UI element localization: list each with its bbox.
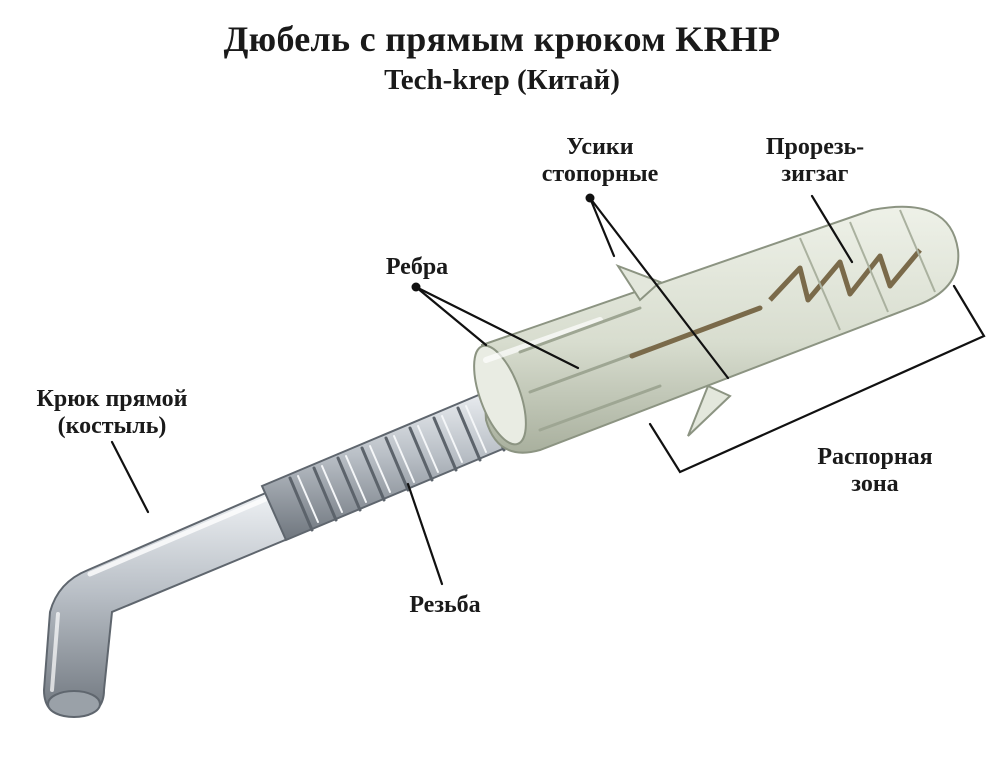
label-ribs: Ребра [362, 254, 472, 281]
label-thread-text: Резьба [409, 592, 481, 618]
leader-dots [411, 193, 595, 292]
label-expansion-zone: Распорная зона [790, 444, 960, 498]
label-ribs-text: Ребра [385, 254, 449, 280]
label-expansion-line2: зона [851, 471, 899, 497]
leader-lines [110, 194, 986, 586]
page-title: Дюбель с прямым крюком KRHP [223, 19, 781, 59]
label-thread: Резьба [390, 592, 500, 619]
label-expansion-line1: Распорная [817, 444, 933, 470]
label-hook: Крюк прямой (костыль) [22, 386, 202, 440]
dowel-body [473, 205, 960, 454]
label-zigzag-slot: Прорезь- зигзаг [740, 134, 890, 188]
screw-thread [260, 384, 526, 542]
label-hook-line2: (костыль) [57, 413, 167, 439]
label-whiskers-line2: стопорные [541, 161, 659, 187]
label-whiskers: Усики стопорные [520, 134, 680, 188]
label-slot-line2: зигзаг [781, 161, 849, 187]
hook [42, 490, 292, 718]
label-whiskers-line1: Усики [566, 134, 634, 160]
page-subtitle: Tech-krep (Китай) [384, 64, 620, 96]
label-slot-line1: Прорезь- [765, 134, 865, 160]
label-hook-line1: Крюк прямой [36, 386, 188, 412]
